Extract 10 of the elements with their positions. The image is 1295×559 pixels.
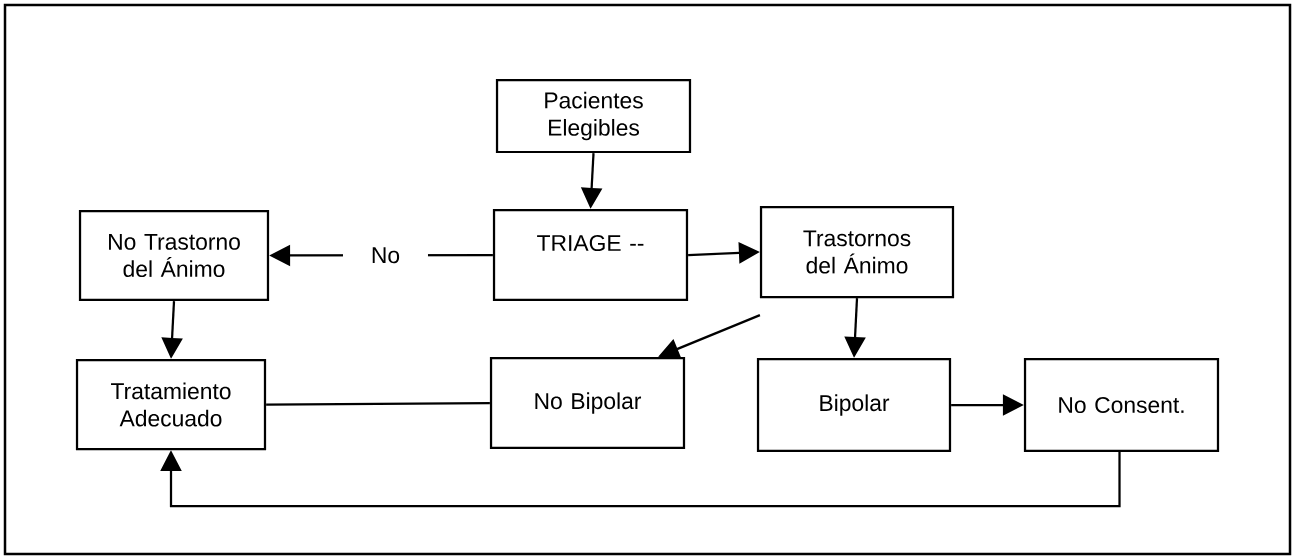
- process-box: No Bipolar: [489, 356, 686, 450]
- process-box: TRIAGE --: [492, 208, 689, 302]
- process-box: Bipolar: [756, 357, 952, 453]
- process-box: No Trastorno del Ánimo: [78, 209, 270, 302]
- process-box: Trastornos del Ánimo: [759, 205, 955, 299]
- process-box: Tratamiento Adecuado: [75, 358, 267, 451]
- process-box: No Consent.: [1023, 357, 1220, 453]
- process-box: Pacientes Elegibles: [495, 78, 692, 154]
- connector-line: [266, 401, 490, 406]
- edge-label: No: [343, 240, 428, 271]
